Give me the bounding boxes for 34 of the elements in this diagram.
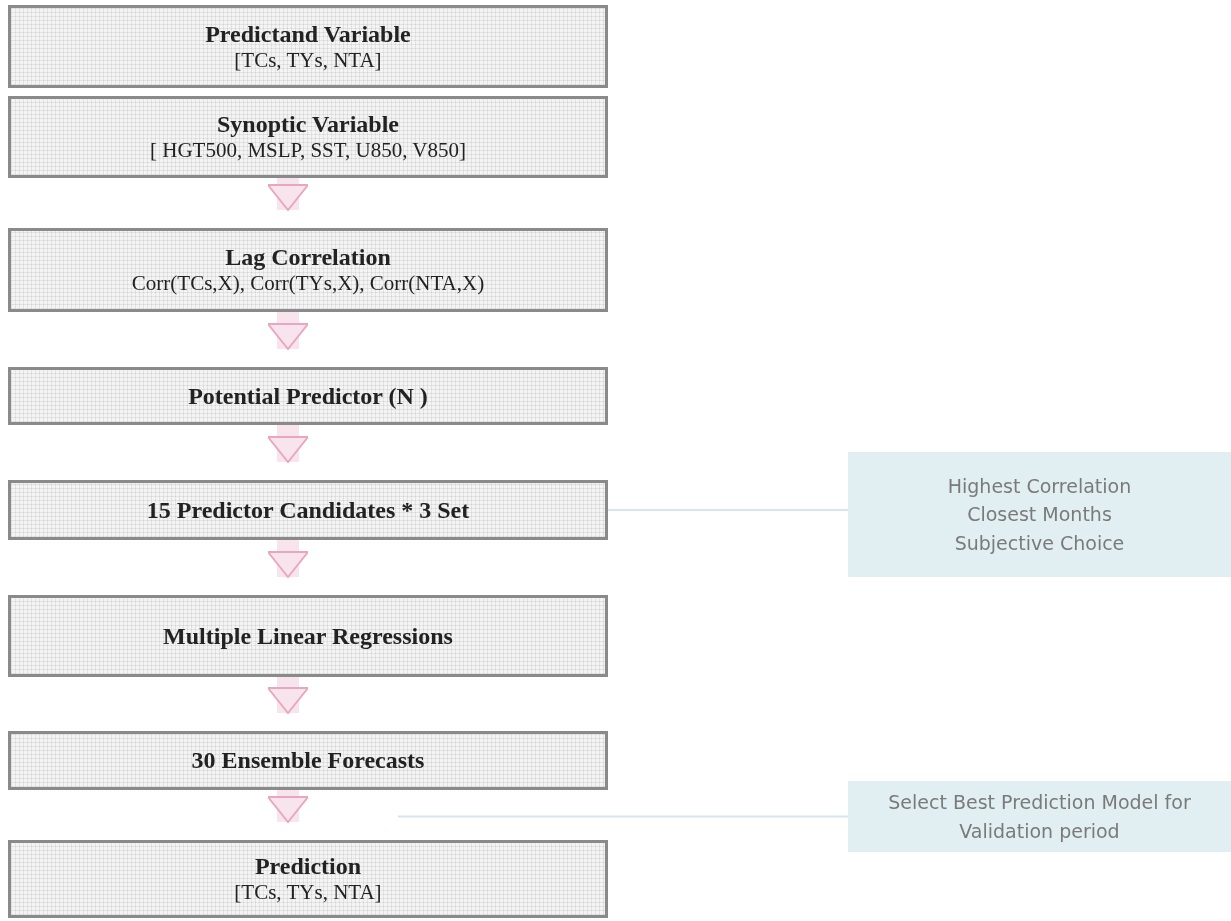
step-title: 15 Predictor Candidates * 3 Set xyxy=(146,496,470,524)
block-arrow xyxy=(267,312,309,350)
connector-line xyxy=(607,509,849,511)
step-title: Multiple Linear Regressions xyxy=(163,622,453,650)
connector-line xyxy=(397,815,849,818)
step-title: 30 Ensemble Forecasts xyxy=(191,747,425,774)
note-text: Closest Months xyxy=(967,502,1112,528)
step-title: Synoptic Variable xyxy=(216,111,399,138)
process-box xyxy=(8,595,608,677)
process-box xyxy=(8,367,608,425)
step-detail: Corr(TCs,X), Corr(TYs,X), Corr(NTA,X) xyxy=(131,271,485,296)
note-text: Highest Correlation xyxy=(947,473,1132,499)
note-text: Subjective Choice xyxy=(954,530,1125,556)
block-arrow xyxy=(267,540,309,578)
step-title: Potential Predictor (N ) xyxy=(188,382,428,410)
process-box xyxy=(8,731,608,790)
block-arrow xyxy=(267,790,309,823)
block-arrow xyxy=(267,677,309,714)
process-box xyxy=(8,5,608,88)
process-box xyxy=(8,228,608,312)
step-detail: [TCs, TYs, NTA] xyxy=(234,880,382,905)
process-box xyxy=(8,480,608,540)
process-box xyxy=(8,96,608,178)
step-title: Lag Correlation xyxy=(225,244,391,271)
block-arrow xyxy=(267,425,309,463)
step-title: Predictand Variable xyxy=(205,20,411,48)
block-arrow xyxy=(267,178,309,211)
step-detail: [TCs, TYs, NTA] xyxy=(234,47,382,73)
process-box xyxy=(8,840,608,918)
note-box xyxy=(848,781,1231,852)
step-detail: [ HGT500, MSLP, SST, U850, V850] xyxy=(150,138,466,163)
step-title: Prediction xyxy=(254,853,362,880)
note-box xyxy=(848,452,1231,577)
note-text: Select Best Prediction Model for Validation period xyxy=(887,790,1192,844)
